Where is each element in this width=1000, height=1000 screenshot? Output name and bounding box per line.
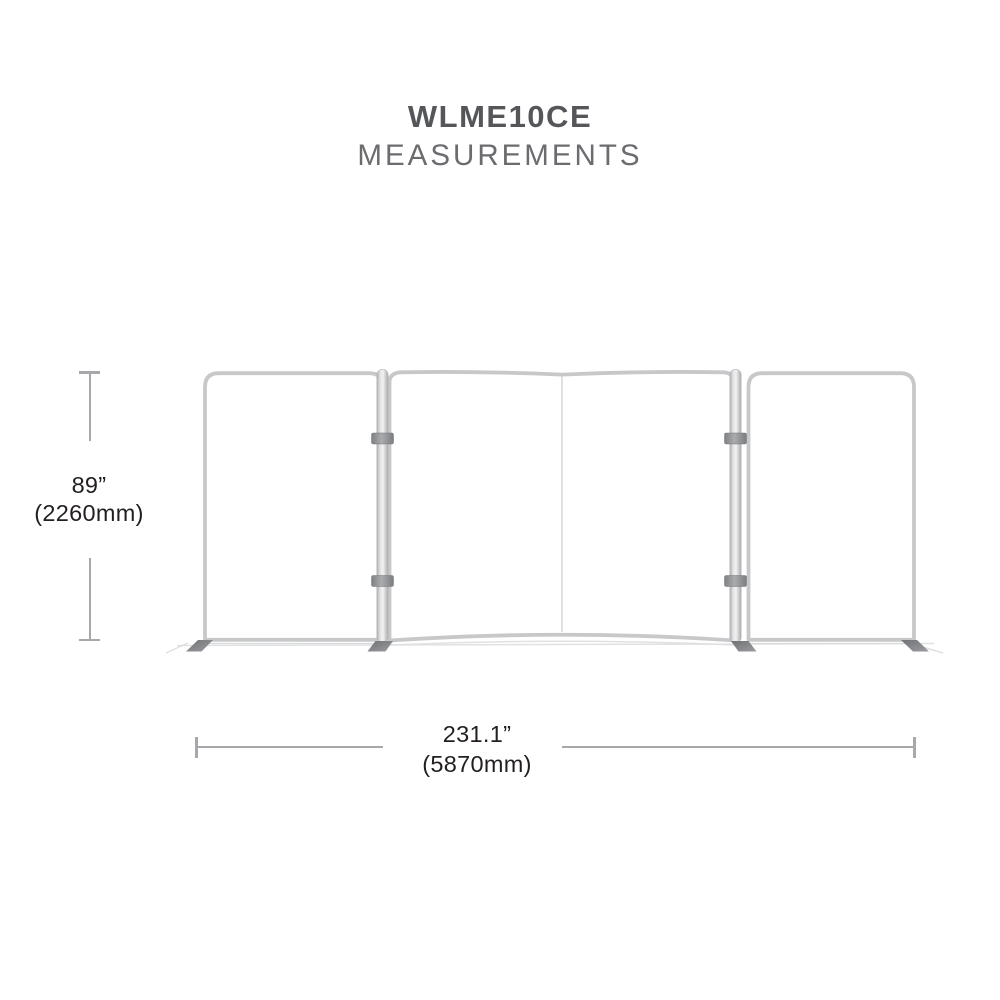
connector-clamp xyxy=(371,432,394,445)
width-dimension-line xyxy=(562,745,915,749)
base-foot xyxy=(901,640,929,652)
product-model-title: WLME10CE xyxy=(407,99,593,134)
connector-clamp xyxy=(724,575,747,587)
height-dimension-label: 89” (2260mm) xyxy=(0,471,179,527)
height-value-imperial: 89” xyxy=(71,472,107,498)
height-dimension-line xyxy=(88,371,92,441)
connector-clamp xyxy=(724,432,747,445)
base-foot xyxy=(367,641,393,652)
width-value-metric: (5870mm) xyxy=(422,750,532,777)
width-dimension-line xyxy=(195,745,383,749)
left-connector-post xyxy=(376,368,389,644)
ground-shadow-left xyxy=(165,642,189,654)
width-value-imperial: 231.1” xyxy=(442,721,512,747)
base-foot xyxy=(731,641,757,652)
connector-clamp xyxy=(371,575,394,587)
width-dimension-label: 231.1” (5870mm) xyxy=(357,720,597,779)
height-dimension-line xyxy=(88,558,92,640)
left-panel xyxy=(203,371,385,642)
base-foot xyxy=(186,640,213,652)
right-connector-post xyxy=(729,368,742,644)
ground-line-center-arch xyxy=(389,640,735,646)
height-dimension-cap-bottom xyxy=(79,638,100,641)
height-value-metric: (2260mm) xyxy=(34,500,144,526)
measurements-subtitle: MEASUREMENTS xyxy=(357,139,643,172)
right-panel xyxy=(746,371,916,642)
width-dimension-cap-right xyxy=(913,736,916,758)
